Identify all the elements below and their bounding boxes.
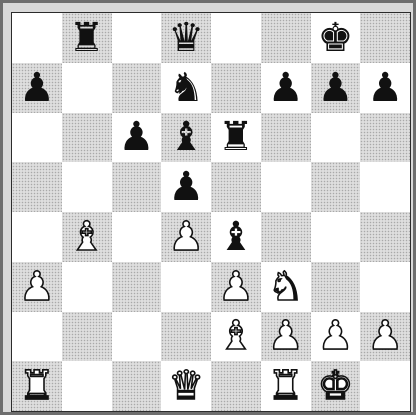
square-e4[interactable]: ♝ [211, 212, 261, 262]
square-b3[interactable] [62, 262, 112, 312]
chess-board: ♜ ♛ ♚ ♟ ♞ ♟ ♟ ♟ ♟ ♝ ♜ ♟ ♝ ♟ ♝ ♟ ♟ ♞ ♝ ♟ ♟ ♟ ♜ ♛ ♜ ♚ [11, 12, 411, 412]
black-pawn-icon[interactable]: ♟ [19, 68, 55, 108]
black-rook-icon[interactable]: ♜ [218, 117, 254, 157]
square-d5[interactable]: ♟ [161, 162, 211, 212]
square-g3[interactable] [311, 262, 361, 312]
square-h4[interactable] [360, 212, 410, 262]
square-d1[interactable]: ♛ [161, 361, 211, 411]
square-g1[interactable]: ♚ [311, 361, 361, 411]
square-g2[interactable]: ♟ [311, 312, 361, 362]
square-a4[interactable] [12, 212, 62, 262]
square-c3[interactable] [112, 262, 162, 312]
square-f1[interactable]: ♜ [261, 361, 311, 411]
black-bishop-icon[interactable]: ♝ [168, 117, 204, 157]
white-pawn-icon[interactable]: ♟ [19, 267, 55, 307]
square-f7[interactable]: ♟ [261, 63, 311, 113]
white-bishop-icon[interactable]: ♝ [69, 217, 105, 257]
square-f3[interactable]: ♞ [261, 262, 311, 312]
square-h3[interactable] [360, 262, 410, 312]
square-b7[interactable] [62, 63, 112, 113]
white-pawn-icon[interactable]: ♟ [317, 316, 353, 356]
black-pawn-icon[interactable]: ♟ [268, 68, 304, 108]
square-c4[interactable] [112, 212, 162, 262]
black-knight-icon[interactable]: ♞ [168, 68, 204, 108]
square-h8[interactable] [360, 13, 410, 63]
square-b6[interactable] [62, 113, 112, 163]
square-f5[interactable] [261, 162, 311, 212]
square-c1[interactable] [112, 361, 162, 411]
square-c8[interactable] [112, 13, 162, 63]
white-rook-icon[interactable]: ♜ [268, 366, 304, 406]
square-c6[interactable]: ♟ [112, 113, 162, 163]
square-e6[interactable]: ♜ [211, 113, 261, 163]
square-d2[interactable] [161, 312, 211, 362]
square-g7[interactable]: ♟ [311, 63, 361, 113]
square-h7[interactable]: ♟ [360, 63, 410, 113]
black-pawn-icon[interactable]: ♟ [118, 117, 154, 157]
square-f8[interactable] [261, 13, 311, 63]
square-d7[interactable]: ♞ [161, 63, 211, 113]
square-d4[interactable]: ♟ [161, 212, 211, 262]
square-b2[interactable] [62, 312, 112, 362]
square-c2[interactable] [112, 312, 162, 362]
black-pawn-icon[interactable]: ♟ [168, 167, 204, 207]
square-h1[interactable] [360, 361, 410, 411]
white-pawn-icon[interactable]: ♟ [268, 316, 304, 356]
square-a8[interactable] [12, 13, 62, 63]
square-b5[interactable] [62, 162, 112, 212]
square-a3[interactable]: ♟ [12, 262, 62, 312]
white-pawn-icon[interactable]: ♟ [367, 316, 403, 356]
square-b8[interactable]: ♜ [62, 13, 112, 63]
square-b4[interactable]: ♝ [62, 212, 112, 262]
black-rook-icon[interactable]: ♜ [69, 18, 105, 58]
square-e5[interactable] [211, 162, 261, 212]
black-pawn-icon[interactable]: ♟ [317, 68, 353, 108]
square-a1[interactable]: ♜ [12, 361, 62, 411]
white-pawn-icon[interactable]: ♟ [218, 267, 254, 307]
black-bishop-icon[interactable]: ♝ [218, 217, 254, 257]
square-e7[interactable] [211, 63, 261, 113]
square-f4[interactable] [261, 212, 311, 262]
square-h6[interactable] [360, 113, 410, 163]
square-d3[interactable] [161, 262, 211, 312]
black-pawn-icon[interactable]: ♟ [367, 68, 403, 108]
square-g6[interactable] [311, 113, 361, 163]
square-a2[interactable] [12, 312, 62, 362]
square-e8[interactable] [211, 13, 261, 63]
square-g4[interactable] [311, 212, 361, 262]
white-queen-icon[interactable]: ♛ [168, 366, 204, 406]
white-king-icon[interactable]: ♚ [317, 366, 353, 406]
white-knight-icon[interactable]: ♞ [268, 267, 304, 307]
square-h5[interactable] [360, 162, 410, 212]
square-g8[interactable]: ♚ [311, 13, 361, 63]
square-f6[interactable] [261, 113, 311, 163]
square-d6[interactable]: ♝ [161, 113, 211, 163]
white-pawn-icon[interactable]: ♟ [168, 217, 204, 257]
square-c5[interactable] [112, 162, 162, 212]
square-c7[interactable] [112, 63, 162, 113]
white-rook-icon[interactable]: ♜ [19, 366, 55, 406]
square-f2[interactable]: ♟ [261, 312, 311, 362]
square-e2[interactable]: ♝ [211, 312, 261, 362]
square-g5[interactable] [311, 162, 361, 212]
square-a6[interactable] [12, 113, 62, 163]
square-a7[interactable]: ♟ [12, 63, 62, 113]
black-king-icon[interactable]: ♚ [317, 18, 353, 58]
black-queen-icon[interactable]: ♛ [168, 18, 204, 58]
square-a5[interactable] [12, 162, 62, 212]
square-e3[interactable]: ♟ [211, 262, 261, 312]
square-b1[interactable] [62, 361, 112, 411]
square-d8[interactable]: ♛ [161, 13, 211, 63]
square-e1[interactable] [211, 361, 261, 411]
square-h2[interactable]: ♟ [360, 312, 410, 362]
white-bishop-icon[interactable]: ♝ [218, 316, 254, 356]
